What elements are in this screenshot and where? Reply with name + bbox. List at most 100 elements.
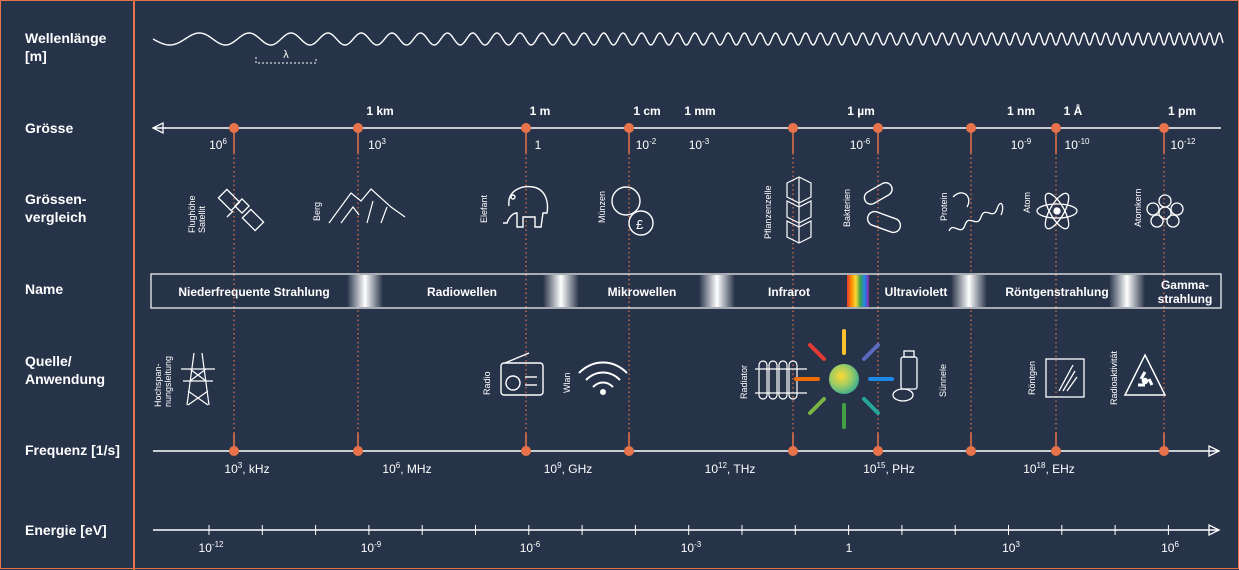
comparison-label-nucleus: Atomkern [1133,188,1143,227]
energy-tick: 1 [845,541,853,555]
size-marker-dot [966,123,976,133]
size-tick: 1 [534,138,542,152]
energy-tick: 10-12 [198,540,224,555]
band-transition [543,275,579,307]
dotted-guides [233,131,1165,449]
frequency-tick: 1012, THz [704,461,756,476]
column-divider [133,1,135,570]
frequency-marker-dot [353,446,363,456]
frequency-marker-dot [1159,446,1169,456]
mountain-icon [328,188,406,224]
source-label-radio: Radio [482,371,492,395]
size-tick: 10-12 [1170,137,1196,152]
band-low-frequency: Niederfrequente Strahlung [178,285,330,299]
sun-icon [794,329,894,429]
frequency-marker-dot [1051,446,1061,456]
size-marker-dot [521,123,531,133]
frequency-marker-dot [873,446,883,456]
source-label-xray: Röntgen [1027,360,1037,395]
energy-tick: 10-3 [680,540,702,555]
band-transition [951,275,987,307]
lambda-bracket [255,57,317,64]
frequency-tick: 103, kHz [224,461,270,476]
size-tick: 10-2 [635,137,657,152]
protein-icon [948,192,1004,232]
source-label-wifi: Wlan [562,372,572,393]
row-label-source: Quelle/ Anwendung [25,353,106,387]
lambda-label: λ [283,49,289,61]
size-unit-um: 1 µm [847,104,875,118]
size-marker-dot [873,123,883,133]
band-transition [699,275,735,307]
band-radio: Radiowellen [426,285,498,299]
frequency-tick: 109, GHz [543,461,593,476]
size-unit-nm: 1 nm [1006,104,1036,118]
band-transition [347,275,383,307]
size-marker-dot [1051,123,1061,133]
row-label-comparison: Grössen- vergleich [25,191,87,225]
row-label-name: Name [25,281,64,297]
source-label-sun: Sünnele [938,363,948,397]
bacteria-icon [863,181,902,234]
visible-light-band [847,275,869,307]
band-infrared: Infrarot [768,285,810,299]
row-label-wavelength: Wellenlänge [m] [25,30,107,64]
band-microwave: Mikrowellen [607,285,677,299]
energy-minor-ticks [208,525,1169,535]
radioactivity-icon [1123,353,1167,396]
comparison-label-coins: Münzen [597,190,607,223]
size-unit-mm: 1 mm [684,104,716,118]
size-tick: 106 [209,137,227,152]
frequency-tick: 1015, PHz [863,461,915,476]
energy-axis-arrow [1208,523,1221,537]
coins-icon: £ [611,186,654,236]
radio-icon [500,352,544,396]
wavelength-wave [152,31,1224,47]
size-markers [229,123,1169,133]
sunscreen-icon [892,350,918,402]
source-label-radiator: Radiator [739,364,749,399]
energy-tick: 103 [1002,540,1020,555]
plant-cell-icon [786,176,812,244]
size-tick: 10-6 [849,137,871,152]
size-unit-m: 1 m [529,104,551,118]
band-transitions [347,275,1145,307]
frequency-marker-dot [624,446,634,456]
size-marker-dot [788,123,798,133]
atomic-nucleus-icon [1146,194,1184,228]
svg-text:£: £ [636,217,644,232]
energy-tick: 10-6 [519,540,541,555]
spectrum-band-frame [150,273,1222,309]
row-label-frequency: Frequenz [1/s] [25,442,120,458]
size-tick: 10-9 [1010,137,1032,152]
xray-icon [1045,358,1085,398]
wifi-icon [578,361,628,395]
size-axis-arrow [151,121,164,135]
row-label-size: Grösse [25,120,74,136]
energy-tick: 10-9 [360,540,382,555]
size-marker-dot [353,123,363,133]
band-transition [1109,275,1145,307]
comparison-label-elephant: Elefant [479,194,489,223]
comparison-label-satellite: Flughöhe Satellit [187,195,207,233]
size-marker-dot [624,123,634,133]
band-gamma: Gamma- strahlung [1157,278,1213,306]
source-label-radioactivity: Radioaktivität [1109,350,1119,405]
size-marker-dot [1159,123,1169,133]
size-tick: 10-3 [688,137,710,152]
comparison-label-mountain: Berg [312,201,322,221]
band-xray: Röntgenstrahlung [1005,285,1109,299]
frequency-tick: 1018, EHz [1023,461,1075,476]
elephant-icon [503,185,549,228]
size-unit-cm: 1 cm [633,104,661,118]
size-marker-dot [229,123,239,133]
power-pylon-icon [181,352,215,406]
frequency-marker-dot [966,446,976,456]
frequency-axis-arrow [1208,444,1221,458]
source-label-power-line: Hochspan- nungsleitung [153,355,173,407]
band-ultraviolet: Ultraviolett [884,285,948,299]
comparison-label-bacteria: Bakterien [842,188,852,227]
row-label-energy: Energie [eV] [25,522,107,538]
